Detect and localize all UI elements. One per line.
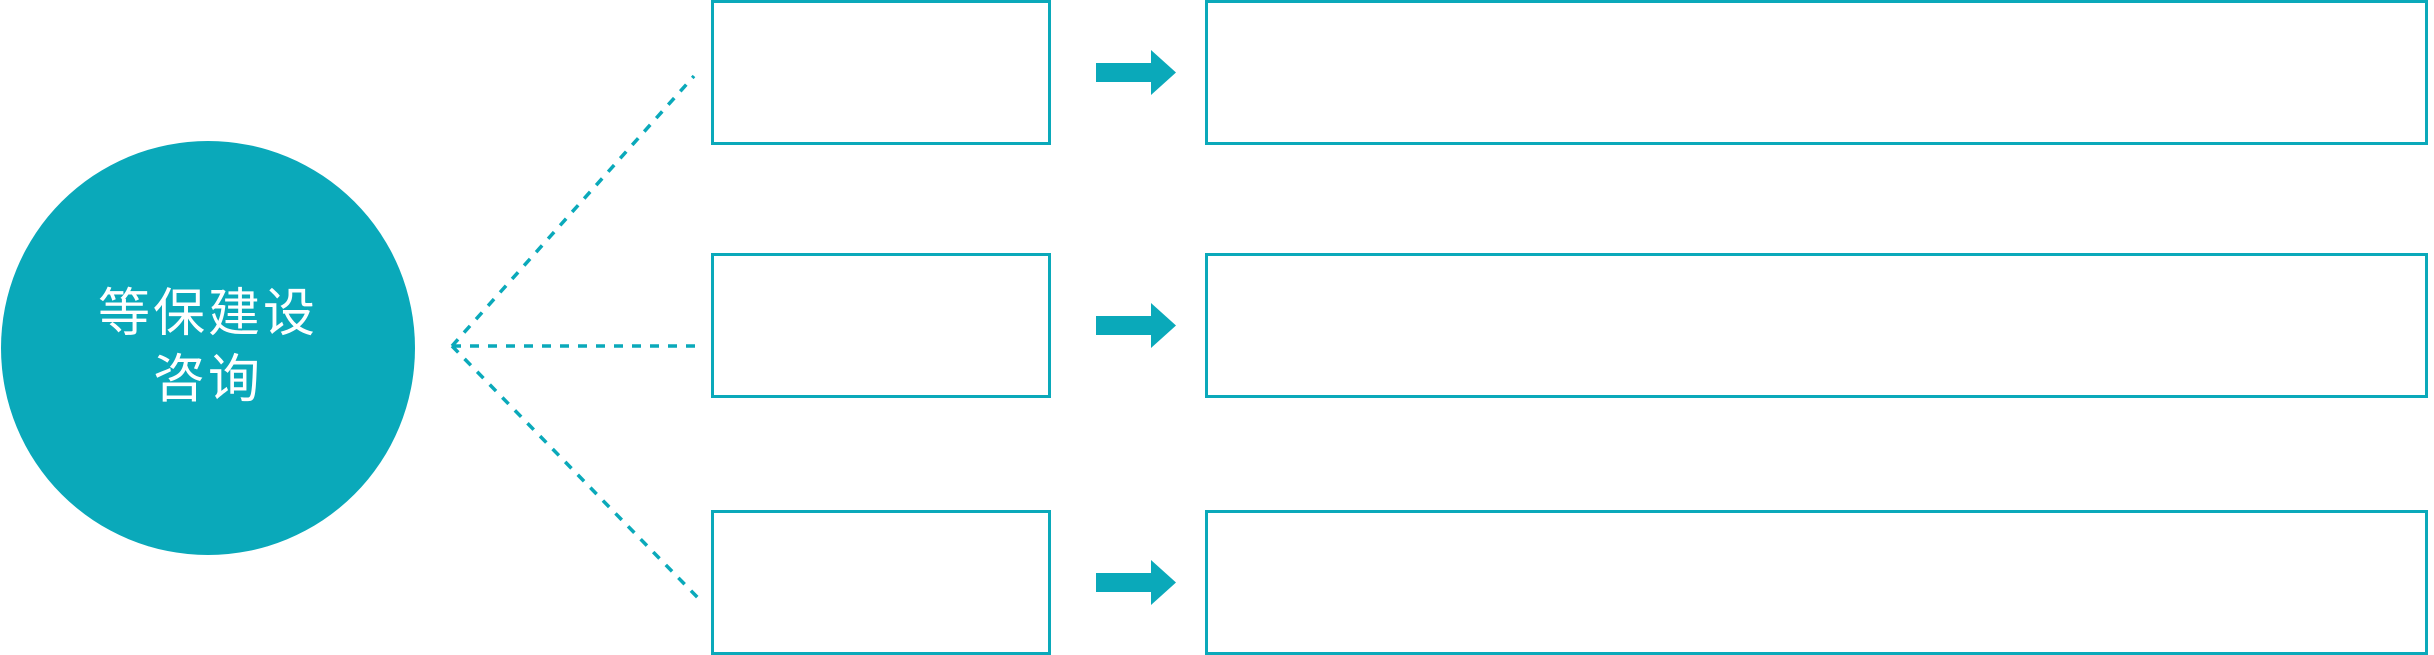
detail-box-1[interactable] xyxy=(1205,0,2428,145)
hub-label-line-2: 咨询 xyxy=(152,351,263,409)
flow-row-1 xyxy=(0,0,2434,145)
hub-label-line-1: 等保建设 xyxy=(97,285,318,344)
stage-box-2[interactable] xyxy=(711,253,1051,398)
stage-box-3[interactable] xyxy=(711,510,1051,655)
hub-circle[interactable]: 等保建设 咨询 xyxy=(1,141,415,555)
detail-box-2[interactable] xyxy=(1205,253,2428,398)
right-arrow-icon xyxy=(1096,50,1176,95)
flow-row-3 xyxy=(0,510,2434,655)
flow-row-2 xyxy=(0,253,2434,398)
right-arrow-icon xyxy=(1096,303,1176,348)
right-arrow-icon xyxy=(1096,560,1176,605)
stage-box-1[interactable] xyxy=(711,0,1051,145)
detail-box-3[interactable] xyxy=(1205,510,2428,655)
